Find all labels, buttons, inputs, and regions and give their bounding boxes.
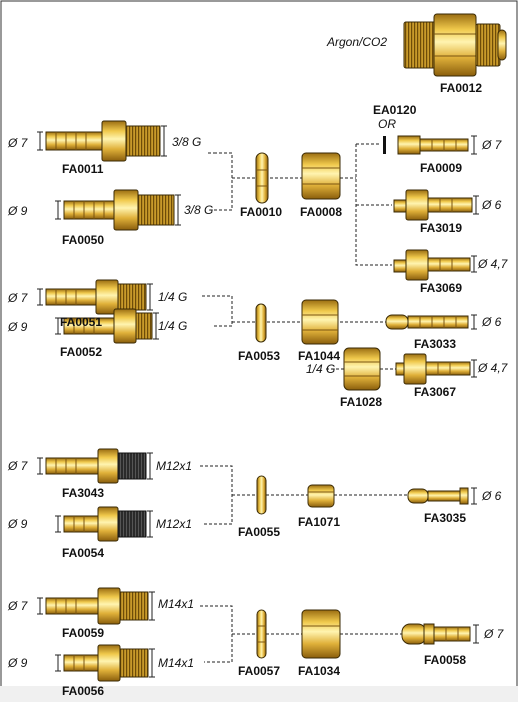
- connector-lines: [214, 143, 392, 266]
- dia-label: Ø 9: [8, 204, 28, 218]
- code-fa0054: FA0054: [62, 546, 105, 560]
- connector-lines: [200, 465, 408, 525]
- dia-label: Ø 4,7: [478, 361, 508, 375]
- code-fa0053: FA0053: [238, 349, 281, 363]
- dia-bracket: [37, 283, 159, 340]
- fa0054-fitting: [63, 506, 147, 542]
- code-fa0057: FA0057: [238, 664, 281, 678]
- code-fa0011: FA0011: [62, 162, 104, 176]
- dia-label: Ø 7: [8, 291, 28, 305]
- thread-label: M14x1: [158, 597, 195, 611]
- dia-label: Ø 4,7: [478, 257, 508, 271]
- dia-label: Ø 7: [482, 138, 502, 152]
- dia-bracket: [37, 452, 153, 538]
- code-fa1034: FA1034: [298, 664, 341, 678]
- fa3019-fitting: [393, 189, 473, 221]
- thread-label: M12x1: [156, 517, 193, 531]
- fa1044-nut: [301, 299, 339, 345]
- dia-bracket: [471, 314, 477, 378]
- code-fa3043: FA3043: [62, 486, 105, 500]
- code-ea0120: EA0120: [373, 103, 417, 117]
- thread-label: M14x1: [158, 656, 195, 670]
- dia-label: Ø 7: [484, 627, 504, 641]
- code-fa0012: FA0012: [440, 81, 483, 95]
- code-fa0059: FA0059: [62, 626, 105, 640]
- dia-bracket: [473, 624, 479, 644]
- dia-bracket: [37, 125, 167, 157]
- thread-label: 3/8 G: [172, 135, 202, 149]
- fa0052-fitting: [63, 308, 153, 344]
- dia-label: Ø 7: [8, 599, 28, 613]
- dia-bracket: [471, 135, 479, 273]
- code-fa1044: FA1044: [298, 349, 341, 363]
- code-fa1028: FA1028: [340, 395, 383, 409]
- fa0012-fitting: [403, 13, 507, 77]
- dia-label: Ø 6: [482, 198, 502, 212]
- fa0057-washer: [256, 609, 267, 659]
- fa0056-fitting: [63, 644, 149, 682]
- dia-bracket: [55, 194, 181, 226]
- code-fa3035: FA3035: [424, 511, 467, 525]
- dia-bracket: [37, 591, 155, 678]
- dia-label: Ø 7: [8, 136, 28, 150]
- code-fa3019: FA3019: [420, 221, 463, 235]
- code-fa3069: FA3069: [420, 281, 463, 295]
- fa0058-fitting: [401, 623, 471, 645]
- code-fa0058: FA0058: [424, 653, 467, 667]
- fa0011-fitting: [45, 120, 161, 162]
- thread-label: 1/4 G: [158, 290, 188, 304]
- connector-lines: [200, 605, 402, 663]
- label-argon: Argon/CO2: [327, 35, 388, 49]
- fa1034-nut: [301, 609, 341, 659]
- dia-label: Ø 7: [8, 459, 28, 473]
- ea0120-oring: [383, 136, 386, 154]
- code-fa0009: FA0009: [420, 161, 463, 175]
- label-or: OR: [378, 117, 396, 131]
- dia-label: Ø 9: [8, 320, 28, 334]
- code-fa0055: FA0055: [238, 525, 281, 539]
- dia-label: Ø 6: [482, 315, 502, 329]
- thread-label: M12x1: [156, 459, 193, 473]
- fa3069-fitting: [393, 249, 471, 281]
- code-fa1071: FA1071: [298, 515, 341, 529]
- code-fa0010: FA0010: [240, 205, 283, 219]
- fa0051-fitting: [45, 279, 147, 315]
- fa3067-fitting: [395, 353, 471, 385]
- fa0008-nut: [301, 152, 341, 200]
- code-fa3067: FA3067: [414, 385, 457, 399]
- fa0059-fitting: [45, 587, 149, 625]
- fa0009-fitting: [397, 135, 469, 155]
- code-fa0056: FA0056: [62, 684, 105, 698]
- code-fa3033: FA3033: [414, 337, 457, 351]
- dia-label: Ø 9: [8, 656, 28, 670]
- dia-bracket: [471, 487, 477, 505]
- code-fa0052: FA0052: [60, 345, 103, 359]
- code-fa0008: FA0008: [300, 205, 343, 219]
- fa0050-fitting: [63, 189, 175, 231]
- fa3043-fitting: [45, 448, 147, 484]
- fa0055-washer: [256, 475, 267, 515]
- thread-label: 1/4 G: [306, 362, 336, 376]
- dia-label: Ø 6: [482, 489, 502, 503]
- code-fa0051: FA0051: [60, 315, 103, 329]
- connector-lines: [202, 295, 396, 370]
- fa1071-nut: [307, 484, 335, 508]
- fa0053-washer: [255, 303, 267, 343]
- fa1028-nut: [343, 347, 381, 391]
- fa3035-fitting: [407, 487, 469, 505]
- code-fa0050: FA0050: [62, 233, 105, 247]
- bottom-strip: [0, 686, 518, 702]
- fa0010-washer: [255, 152, 269, 204]
- thread-label: 1/4 G: [158, 319, 188, 333]
- fa3033-fitting: [385, 314, 469, 330]
- dia-label: Ø 9: [8, 517, 28, 531]
- thread-label: 3/8 G: [184, 203, 214, 217]
